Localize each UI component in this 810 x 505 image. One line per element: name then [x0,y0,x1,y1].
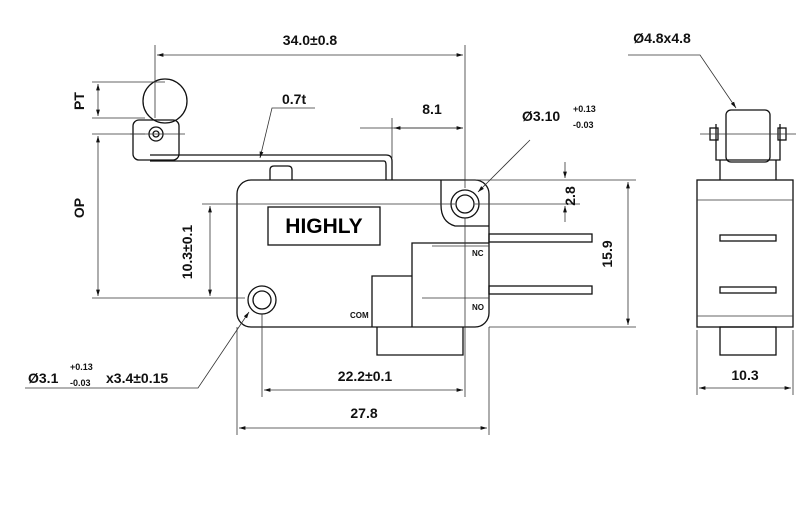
dim-hole-vertical-offset [465,162,580,222]
pt-label: PT [71,92,87,110]
dim-hole-offset [360,118,463,158]
mount-hole-depth-text: x3.4±0.15 [106,370,168,386]
body-length-text: 27.8 [350,405,377,421]
dim-terminal-height [489,179,636,328]
terminal-nc-label: NC [472,249,484,258]
op-label: OP [71,198,87,218]
brand-text: HIGHLY [285,215,362,238]
lever-and-roller [130,78,393,180]
terminal-no-label: NO [472,303,484,312]
switch-body-end [696,109,796,356]
hole-height-text: 10.3±0.1 [179,225,195,280]
brand-label: HIGHLY [267,206,381,246]
hole-dia-main-text: Ø3.10 [522,108,560,124]
dim-hole-diameter-left [25,311,250,389]
hole-offset-text: 8.1 [422,101,442,117]
mounting-hole-right [450,189,480,219]
mounting-hole-left [247,285,277,315]
dim-hole-spacing [261,218,466,397]
hole-spacing-text: 22.2±0.1 [338,368,393,384]
terminal-com-label: COM [350,311,369,320]
dim-hole-height [202,203,455,296]
overall-length-text: 34.0±0.8 [283,32,338,48]
dim-hole-diameter-right [477,139,531,193]
terminal-height-text: 15.9 [599,240,615,267]
roller-size-text: Ø4.8x4.8 [633,30,691,46]
hole-dia-tol-minus-text: -0.03 [573,120,594,130]
lever-thickness-text: 0.7t [282,91,306,107]
dim-pt-op [92,81,245,299]
dim-body-width [696,330,794,395]
dim-roller-size [628,54,737,109]
terminals [422,233,593,299]
mount-hole-tol-plus-text: +0.13 [70,362,93,372]
hole-dia-tol-plus-text: +0.13 [573,104,596,114]
hole-vertical-offset-text: 2.8 [562,186,578,206]
mount-hole-tol-minus-text: -0.03 [70,378,91,388]
switch-body-side [236,165,490,356]
mount-hole-main-text: Ø3.1 [28,370,59,386]
dim-body-length [236,327,490,435]
body-width-text: 10.3 [731,367,758,383]
dim-overall-length [154,45,466,188]
dim-lever-thickness [259,107,315,159]
